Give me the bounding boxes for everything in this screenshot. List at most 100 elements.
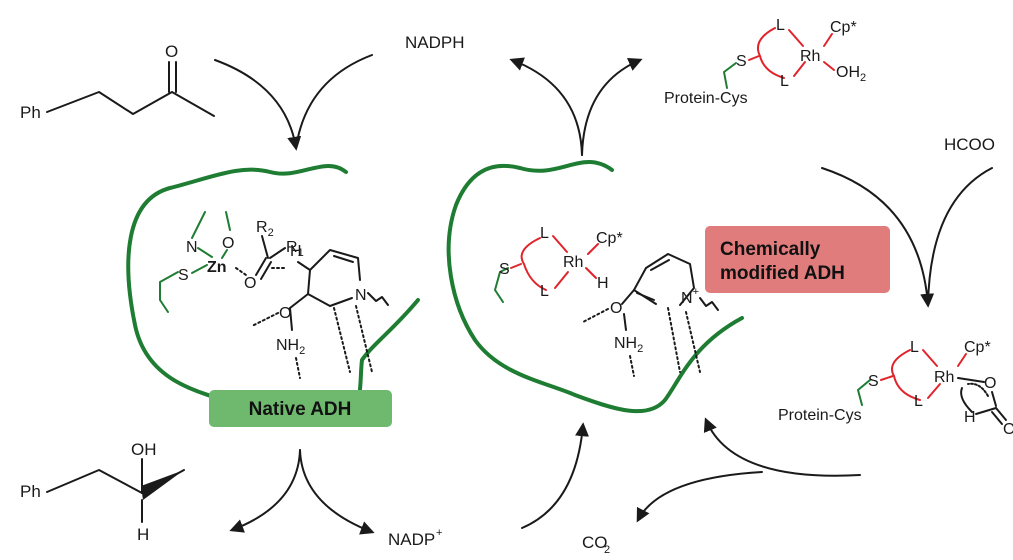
rh-aqua-l1-rh	[788, 29, 804, 47]
rh-formate-s-linker	[880, 375, 894, 381]
chem-ribose-link	[699, 297, 719, 311]
native-hbond-ring-a	[333, 307, 351, 373]
rh-aqua-oh2-label: OH2	[836, 64, 866, 84]
arrow-nadp-out	[299, 449, 375, 535]
chem-pocket-outline	[446, 160, 744, 414]
rh-aqua-l2-rh	[793, 61, 806, 77]
chem-hbond-nh2	[629, 355, 635, 377]
glu-chain	[225, 211, 231, 231]
native-r1-label: R1	[286, 239, 304, 259]
ribose-link	[367, 292, 389, 306]
product-wedge-bond	[141, 470, 184, 500]
arrow-rh-aqua-out	[581, 57, 643, 156]
native-substrate-o: O	[244, 275, 256, 292]
rh-formate-protein-label: Protein-Cys	[778, 407, 862, 424]
substrate-o-label: O	[165, 42, 178, 61]
native-adh-badge: Native ADH	[209, 390, 392, 427]
rh-formate-cys-chain	[857, 379, 871, 406]
zn-o-coordination	[235, 267, 247, 276]
chem-hbond-ring-a	[667, 307, 681, 373]
chem-rh-label: Rh	[563, 254, 583, 271]
rh-aqua-bidentate-arc	[756, 27, 785, 79]
rh-aqua-complex: Protein-Cys S L L Rh Cp* OH2	[664, 17, 866, 107]
substrate-ph-label: Ph	[20, 103, 41, 122]
rh-formate-complex: Protein-Cys S L L Rh Cp* O H O	[778, 339, 1013, 438]
native-badge-text: Native ADH	[249, 399, 352, 420]
rh-aqua-l1: L	[776, 17, 785, 34]
rh-o-bond	[957, 377, 985, 383]
nadp-label: NADP +	[388, 527, 442, 549]
pyridinium-ring-a	[633, 253, 695, 306]
native-o-label: O	[222, 235, 234, 252]
chem-adh-site: S L L Rh Cp* H N+ O NH2	[446, 160, 744, 414]
native-hbond-amide	[251, 312, 279, 327]
chem-l2-rh	[554, 271, 569, 289]
beta-hydride-curved-arrow-2	[967, 382, 989, 397]
his-chain	[191, 211, 206, 239]
co2-sub: 2	[604, 544, 610, 556]
substrate-ketone: Ph O	[20, 42, 215, 122]
native-r2-label: R2	[256, 219, 274, 239]
rh-formate-rh-cp	[957, 353, 967, 367]
chem-l2: L	[540, 283, 549, 300]
chem-amide-cn	[623, 313, 627, 331]
n-zn-bond	[197, 247, 213, 258]
native-hbond-ring-b	[355, 305, 373, 373]
native-h-label: H	[290, 243, 302, 260]
nadp-charge: +	[436, 527, 442, 539]
rh-aqua-cys-chain	[723, 62, 737, 89]
chem-l1-rh	[552, 235, 568, 253]
arrow-product-out	[229, 449, 301, 533]
rh-aqua-l2: L	[780, 73, 789, 90]
rh-formate-o-edge: O	[1003, 421, 1013, 438]
chem-badge-box	[705, 226, 890, 293]
chem-hbond-amide	[582, 308, 609, 323]
amide-cn-bond	[289, 307, 293, 331]
native-s-label: S	[178, 267, 189, 284]
rh-aqua-rh-label: Rh	[800, 48, 820, 65]
chem-bidentate-arc	[520, 237, 547, 291]
cycle-arrows	[214, 54, 993, 535]
chem-cp-label: Cp*	[596, 230, 623, 247]
ring-double	[333, 255, 354, 263]
dihydropyridine-top	[297, 249, 361, 281]
arrow-nadph-release	[509, 57, 583, 156]
rh-formate-cp-label: Cp*	[964, 339, 991, 356]
chem-rh-h	[585, 267, 597, 279]
arrow-co2-out	[636, 471, 763, 523]
arrow-nadp-into-chem	[521, 422, 589, 529]
o-zn-bond	[221, 249, 228, 259]
product-alcohol: Ph OH H	[20, 440, 185, 544]
chem-nh2-label: NH2	[614, 335, 643, 355]
chem-s-linker	[510, 263, 522, 269]
rh-formate-o-label: O	[984, 375, 996, 392]
rh-aqua-protein-label: Protein-Cys	[664, 90, 748, 107]
rh-formate-h-label: H	[964, 409, 976, 426]
native-nh2-label: NH2	[276, 337, 305, 357]
arrow-substrate-in	[214, 59, 302, 151]
formate-h-c-bond	[975, 407, 997, 415]
pyridinium-double-b	[636, 292, 655, 301]
c-r1-bond	[269, 247, 286, 259]
chem-badge-line1: Chemically	[720, 239, 821, 260]
chem-ring-n: N+	[681, 286, 699, 307]
arrow-nadph-in	[295, 54, 373, 149]
rh-formate-l1-rh	[922, 349, 938, 367]
chem-amide-bond	[621, 289, 635, 305]
co-double-b	[260, 261, 272, 280]
product-chain-a	[46, 469, 143, 494]
chem-l1: L	[540, 225, 549, 242]
pyridinium-double-a	[650, 259, 670, 271]
rh-formate-bidentate-arc	[891, 349, 921, 401]
chem-adh-badge: Chemically modified ADH	[705, 226, 890, 293]
nadp-base: NADP	[388, 530, 435, 549]
native-ring-n: N	[355, 287, 367, 304]
formate-label: HCOO	[944, 135, 995, 154]
arrow-hydride-return	[703, 417, 861, 477]
native-amide-o: O	[279, 305, 291, 322]
amide-bond	[289, 293, 309, 309]
native-pocket-outline	[126, 164, 420, 423]
chem-rh-cp	[587, 243, 599, 255]
rh-formate-l2-rh	[927, 383, 941, 399]
